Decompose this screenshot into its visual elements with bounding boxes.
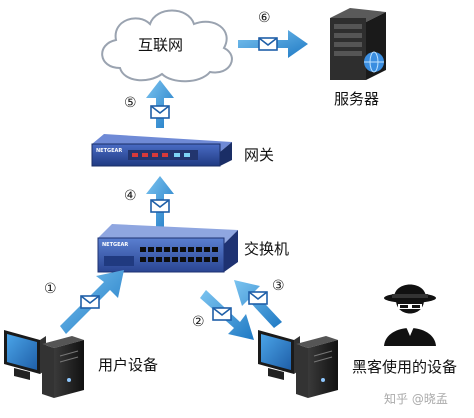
envelope-icon xyxy=(248,291,268,305)
hacker-device-label: 黑客使用的设备 xyxy=(352,358,458,376)
envelope-icon xyxy=(80,295,100,309)
step-5-label: ⑤ xyxy=(124,95,137,111)
arrow-step-2 xyxy=(200,290,254,340)
arrow-step-3 xyxy=(234,280,282,328)
cloud-label: 互联网 xyxy=(138,36,184,54)
arrow-step-4 xyxy=(146,176,174,228)
switch-brand-text: NETGEAR xyxy=(102,242,128,248)
gateway-label: 网关 xyxy=(244,146,275,164)
hacker-icon xyxy=(384,284,436,346)
step-4-label: ④ xyxy=(124,188,137,204)
internet-cloud xyxy=(101,9,233,83)
arrow-step-6 xyxy=(238,30,308,58)
envelope-icon xyxy=(258,37,278,51)
step-2-label: ② xyxy=(192,314,205,330)
server-icon xyxy=(330,8,386,80)
server-label: 服务器 xyxy=(334,90,380,108)
arrow-step-5 xyxy=(146,80,174,128)
envelope-icon xyxy=(150,105,170,119)
gateway-router-icon: NETGEAR xyxy=(91,134,232,167)
step-1-label: ① xyxy=(44,281,57,297)
switch-icon: NETGEAR xyxy=(97,224,238,273)
gateway-brand-text: NETGEAR xyxy=(96,148,122,154)
step-6-label: ⑥ xyxy=(258,10,271,26)
hacker-pc-icon xyxy=(258,330,338,398)
envelope-icon xyxy=(212,307,232,321)
watermark: 知乎 @晓孟 xyxy=(384,392,448,406)
user-device-label: 用户设备 xyxy=(98,356,159,374)
arrow-step-1 xyxy=(60,270,124,334)
step-3-label: ③ xyxy=(272,278,285,294)
user-pc-icon xyxy=(4,330,84,398)
envelope-icon xyxy=(150,199,170,213)
switch-label: 交换机 xyxy=(244,240,290,258)
